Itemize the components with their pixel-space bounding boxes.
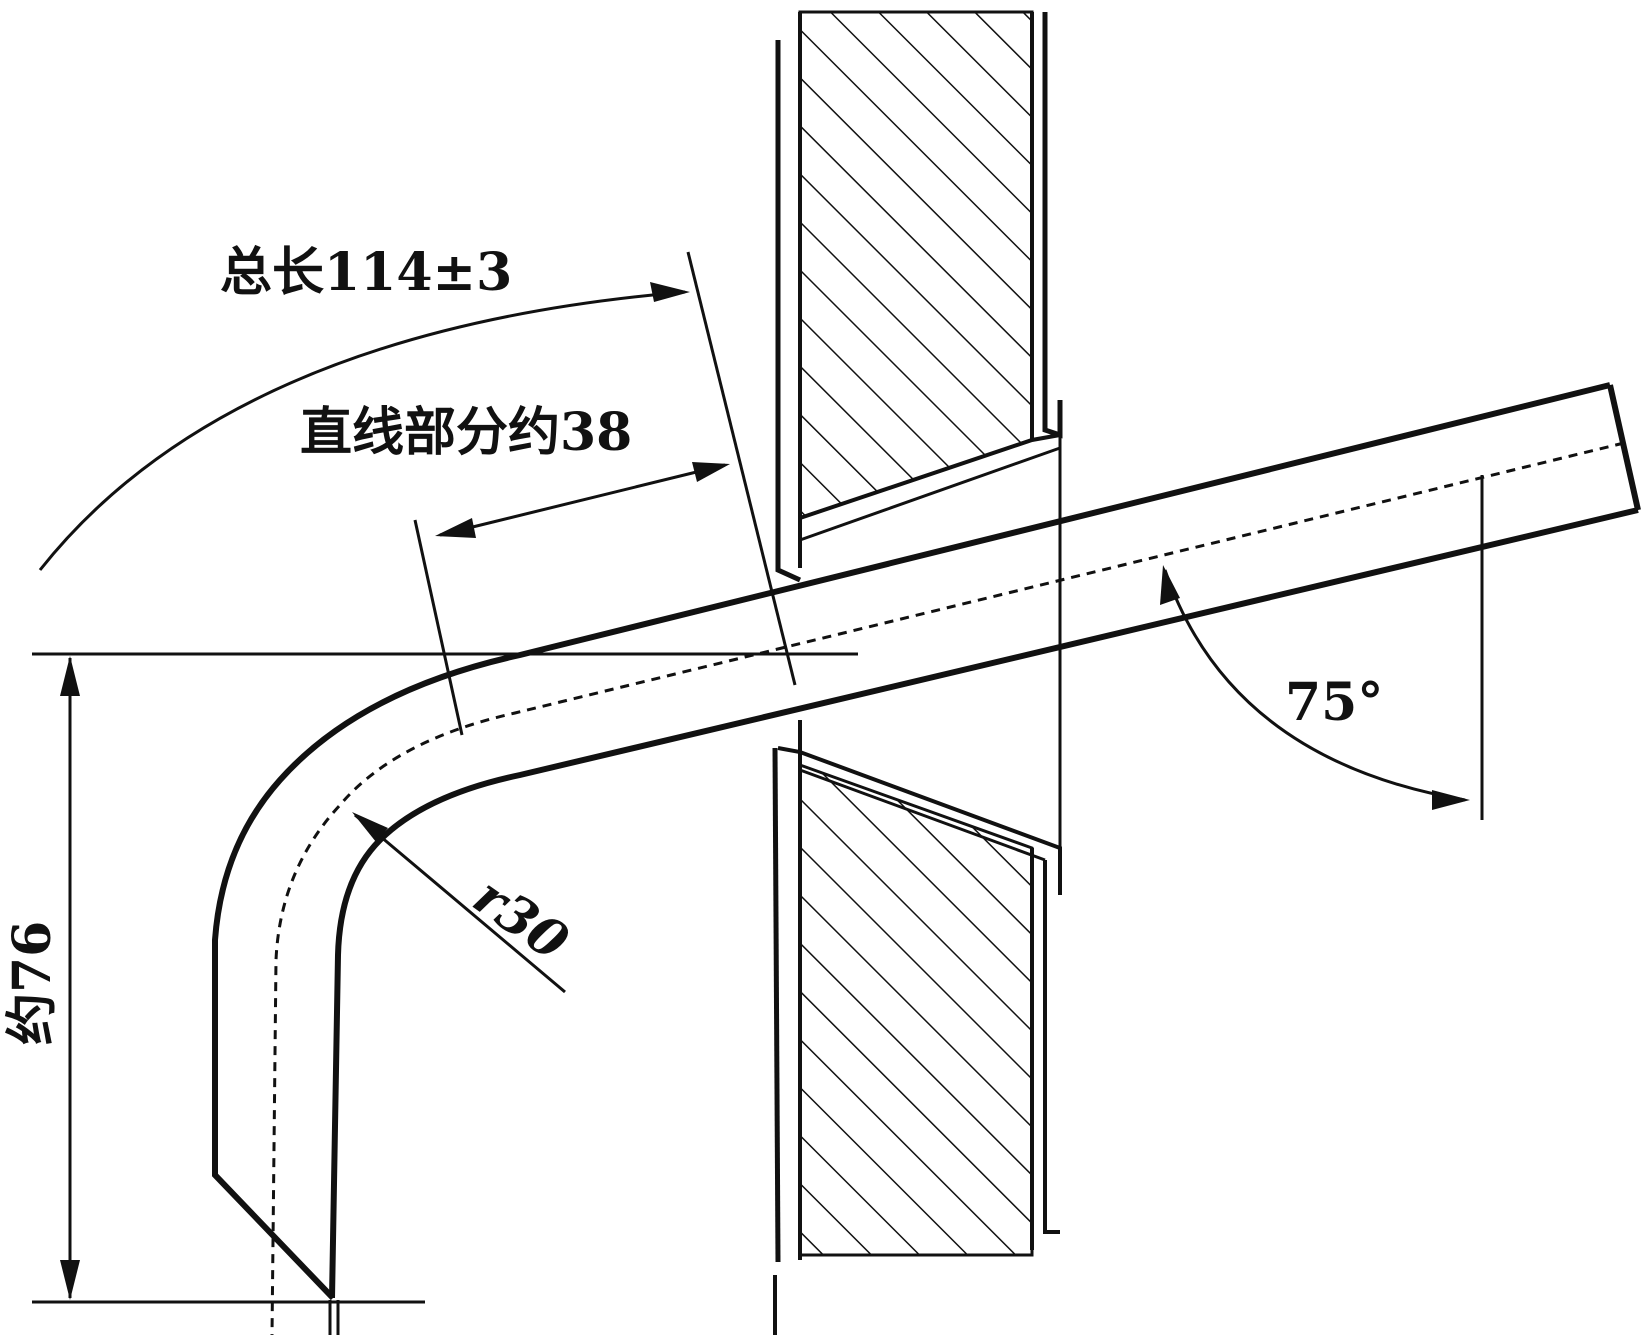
radius-leader-line bbox=[354, 813, 566, 994]
total-length-arrowhead bbox=[650, 282, 690, 302]
angle-label: 75° bbox=[1285, 672, 1383, 733]
angle-arrowhead-top bbox=[1160, 565, 1180, 605]
wall-lower-hatch bbox=[798, 762, 1034, 1257]
height-arrowhead-bottom bbox=[60, 1260, 80, 1300]
pipe-end-cap bbox=[1607, 384, 1641, 511]
sleeve-upper-bottom bbox=[799, 433, 1061, 520]
height-label: 约76 bbox=[2, 921, 63, 1045]
total-length-label: 总长114±3 bbox=[220, 242, 512, 303]
total-length-arc bbox=[38, 290, 686, 571]
radius-dimension: r30 bbox=[352, 812, 580, 994]
straight-part-arrowhead-left bbox=[435, 518, 476, 538]
sleeve-upper-bottom-inner bbox=[799, 446, 1061, 542]
straight-part-label: 直线部分约38 bbox=[300, 402, 632, 463]
angle-arrowhead-bottom bbox=[1432, 790, 1470, 810]
sleeve-upper-left bbox=[775, 40, 802, 583]
radius-arrowhead bbox=[352, 812, 388, 842]
height-dimension: 约76 bbox=[2, 652, 858, 1304]
sleeve-lower-right bbox=[1043, 860, 1060, 1234]
straight-part-extension-line bbox=[413, 519, 464, 736]
wall-upper-section bbox=[775, 10, 1063, 583]
straight-part-arrowhead-right bbox=[692, 462, 730, 482]
straight-part-dim-line bbox=[439, 463, 726, 537]
pipe-outer-wall bbox=[212, 382, 1611, 1301]
wall-upper-hatch bbox=[798, 10, 1034, 521]
total-length-dimension: 总长114±3 bbox=[38, 242, 797, 686]
sleeve-lower-left bbox=[772, 747, 781, 1263]
wall-lower-section bbox=[772, 432, 1062, 1263]
straight-part-dimension: 直线部分约38 bbox=[300, 402, 730, 736]
sleeve-lower-top bbox=[777, 746, 1062, 895]
bent-pipe bbox=[212, 382, 1641, 1335]
sleeve-lower-top-inner bbox=[799, 768, 1046, 862]
radius-label: r30 bbox=[463, 866, 580, 973]
pipe-inner-wall bbox=[329, 507, 1639, 1299]
angle-arc bbox=[1163, 569, 1466, 802]
total-length-extension-line bbox=[686, 251, 797, 686]
height-arrowhead-top bbox=[60, 656, 80, 696]
sleeve-upper-right bbox=[1042, 12, 1063, 439]
angle-dimension: 75° bbox=[1160, 475, 1484, 820]
pipe-centerline bbox=[270, 441, 1625, 1335]
